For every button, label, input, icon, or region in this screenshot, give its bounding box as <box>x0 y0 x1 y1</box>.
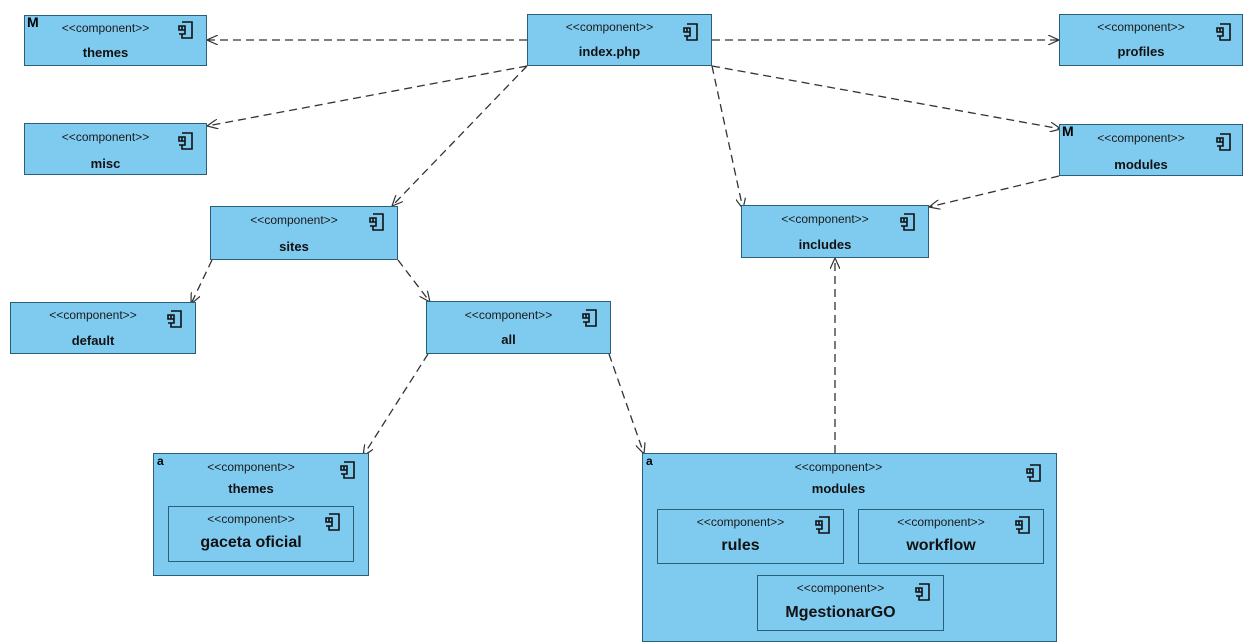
stereotype-label: <<component>> <box>696 515 785 529</box>
component-name: default <box>71 333 115 348</box>
dep-sites-all <box>397 259 430 302</box>
component-icon <box>683 23 698 41</box>
component-name: themes <box>228 481 274 496</box>
stereotype-label: <<component>> <box>49 308 137 322</box>
component-icon <box>815 516 830 534</box>
component-all[interactable]: <<component>> all <box>426 301 611 354</box>
component-gaceta-oficial[interactable]: <<component>> gaceta oficial <box>168 506 354 562</box>
dep-all-modules <box>608 353 644 454</box>
component-name: includes <box>798 237 852 252</box>
dep-index-misc <box>207 65 528 126</box>
component-icon <box>1015 516 1030 534</box>
component-name: modules <box>1114 157 1168 172</box>
stereotype-label: <<component>> <box>565 20 654 34</box>
component-icon <box>1216 133 1231 151</box>
component-name: workflow <box>906 537 976 554</box>
component-themes-all[interactable]: a <<component>> themes <<component>> gac… <box>153 453 369 576</box>
stereotype-label: <<component>> <box>207 512 295 526</box>
component-workflow[interactable]: <<component>> workflow <box>858 509 1044 564</box>
component-mgestionargo[interactable]: <<component>> MgestionarGO <box>757 575 944 631</box>
component-icon <box>582 309 597 327</box>
component-icon <box>1216 23 1231 41</box>
component-name: themes <box>82 45 129 60</box>
artifact-badge: a <box>646 454 653 468</box>
component-name: profiles <box>1117 44 1165 59</box>
component-icon <box>167 310 182 328</box>
component-misc[interactable]: <<component>> misc <box>24 123 207 175</box>
component-icon <box>915 583 930 601</box>
stereotype-label: <<component>> <box>207 460 295 474</box>
stereotype-label: <<component>> <box>1097 20 1185 34</box>
stereotype-label: <<component>> <box>781 212 869 226</box>
component-includes[interactable]: <<component>> includes <box>741 205 929 258</box>
stereotype-label: <<component>> <box>897 515 985 529</box>
component-sites[interactable]: <<component>> sites <box>210 206 398 260</box>
dep-index-modules <box>711 65 1061 129</box>
component-icon <box>325 513 340 531</box>
stereotype-label: <<component>> <box>796 581 885 595</box>
stereotype-label: <<component>> <box>1097 131 1185 145</box>
component-icon <box>340 461 355 479</box>
component-icon <box>178 21 193 39</box>
component-name: all <box>501 332 516 347</box>
dep-modules-includes <box>929 175 1060 207</box>
dep-sites-default <box>191 259 213 304</box>
component-themes-top[interactable]: M <<component>> themes <box>24 15 207 66</box>
stereotype-label: <<component>> <box>464 308 553 322</box>
dep-index-sites <box>392 65 528 206</box>
component-name: rules <box>721 537 760 554</box>
model-badge: M <box>27 14 39 30</box>
artifact-badge: a <box>157 454 164 468</box>
component-default[interactable]: <<component>> default <box>10 302 196 354</box>
component-icon <box>900 213 915 231</box>
component-rules[interactable]: <<component>> rules <box>657 509 844 564</box>
component-modules-top[interactable]: M <<component>> modules <box>1059 124 1243 176</box>
component-name: modules <box>811 481 866 496</box>
component-name: misc <box>90 156 121 171</box>
component-index-php[interactable]: <<component>> index.php <box>527 14 712 66</box>
dep-all-themes <box>363 353 429 456</box>
component-name: MgestionarGO <box>785 604 896 621</box>
stereotype-label: <<component>> <box>61 21 150 35</box>
dep-index-includes <box>711 65 743 209</box>
stereotype-label: <<component>> <box>250 213 338 227</box>
component-name: sites <box>279 239 309 254</box>
component-name: index.php <box>578 44 641 59</box>
component-icon <box>369 213 384 231</box>
component-profiles[interactable]: <<component>> profiles <box>1059 14 1243 66</box>
component-name: gaceta oficial <box>200 534 302 551</box>
component-modules-all[interactable]: a <<component>> modules <<component>> ru… <box>642 453 1057 642</box>
stereotype-label: <<component>> <box>61 130 150 144</box>
model-badge: M <box>1062 123 1074 139</box>
stereotype-label: <<component>> <box>794 460 883 474</box>
component-icon <box>1026 464 1041 482</box>
component-icon <box>178 132 193 150</box>
